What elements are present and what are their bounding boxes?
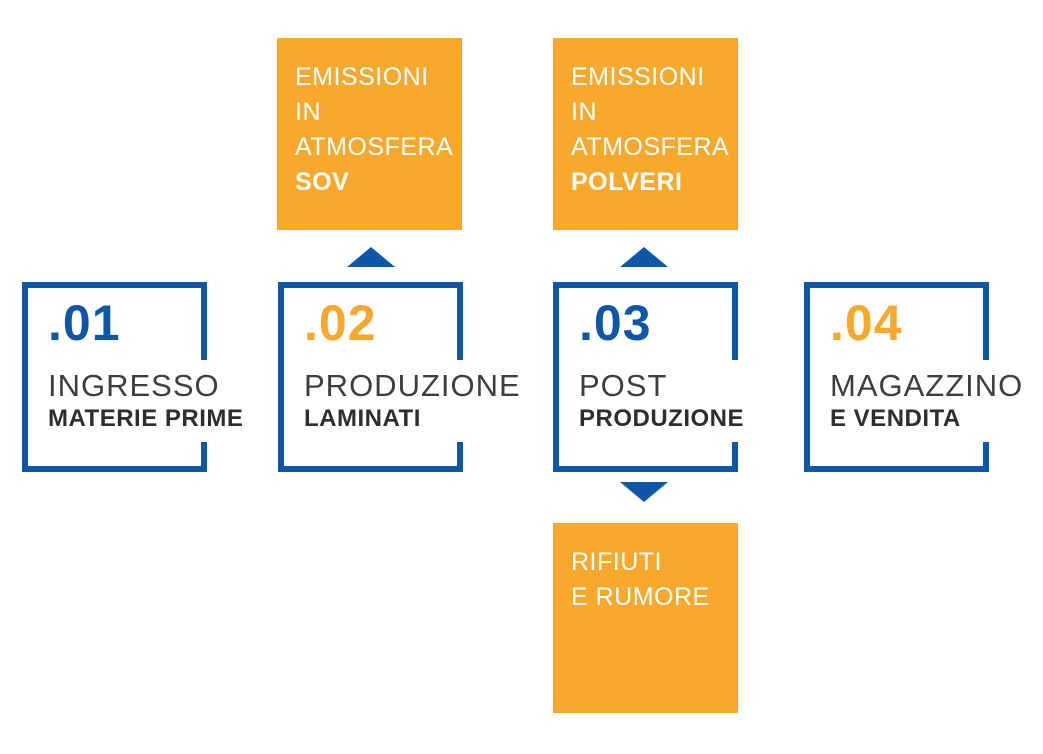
emission-type-label: POLVERI bbox=[571, 168, 683, 196]
border-gap bbox=[457, 360, 463, 442]
border-gap bbox=[983, 360, 989, 442]
emission-box-polveri: EMISSIONI IN ATMOSFERA POLVERI bbox=[553, 38, 738, 230]
station-number: .01 bbox=[48, 295, 121, 351]
station-number: .02 bbox=[304, 295, 377, 351]
waste-line: E RUMORE bbox=[571, 583, 710, 611]
emission-type-label: SOV bbox=[295, 168, 350, 196]
emission-line: EMISSIONI bbox=[295, 63, 429, 91]
arrow-up-icon bbox=[347, 247, 395, 267]
emission-line: EMISSIONI bbox=[571, 63, 705, 91]
border-gap bbox=[201, 360, 207, 442]
waste-line: RIFIUTI bbox=[571, 548, 662, 576]
arrow-down-icon bbox=[620, 482, 668, 502]
station-card-04: .04 MAGAZZINO E VENDITA bbox=[804, 282, 1022, 472]
station-card-01: .01 INGRESSO MATERIE PRIME bbox=[22, 282, 243, 472]
station-subtitle: PRODUZIONE bbox=[579, 405, 745, 432]
station-title: INGRESSO bbox=[48, 368, 220, 403]
emission-box-sov: EMISSIONI IN ATMOSFERA SOV bbox=[277, 38, 462, 230]
station-number: .03 bbox=[579, 295, 652, 351]
station-subtitle: MATERIE PRIME bbox=[48, 405, 244, 432]
station-number: .04 bbox=[830, 295, 903, 351]
emission-line: ATMOSFERA bbox=[571, 133, 730, 161]
station-title: POST bbox=[579, 368, 668, 403]
emission-line: IN bbox=[295, 98, 321, 126]
station-title: MAGAZZINO bbox=[830, 368, 1024, 403]
border-gap bbox=[732, 360, 738, 442]
emission-line: ATMOSFERA bbox=[295, 133, 454, 161]
station-card-02: .02 PRODUZIONE LAMINATI bbox=[278, 282, 520, 472]
station-subtitle: E VENDITA bbox=[830, 405, 961, 432]
emission-line: IN bbox=[571, 98, 597, 126]
station-card-03: .03 POST PRODUZIONE bbox=[553, 282, 744, 472]
waste-box: RIFIUTI E RUMORE bbox=[553, 523, 738, 713]
station-subtitle: LAMINATI bbox=[304, 405, 421, 432]
station-title: PRODUZIONE bbox=[304, 368, 521, 403]
arrow-up-icon bbox=[620, 247, 668, 267]
